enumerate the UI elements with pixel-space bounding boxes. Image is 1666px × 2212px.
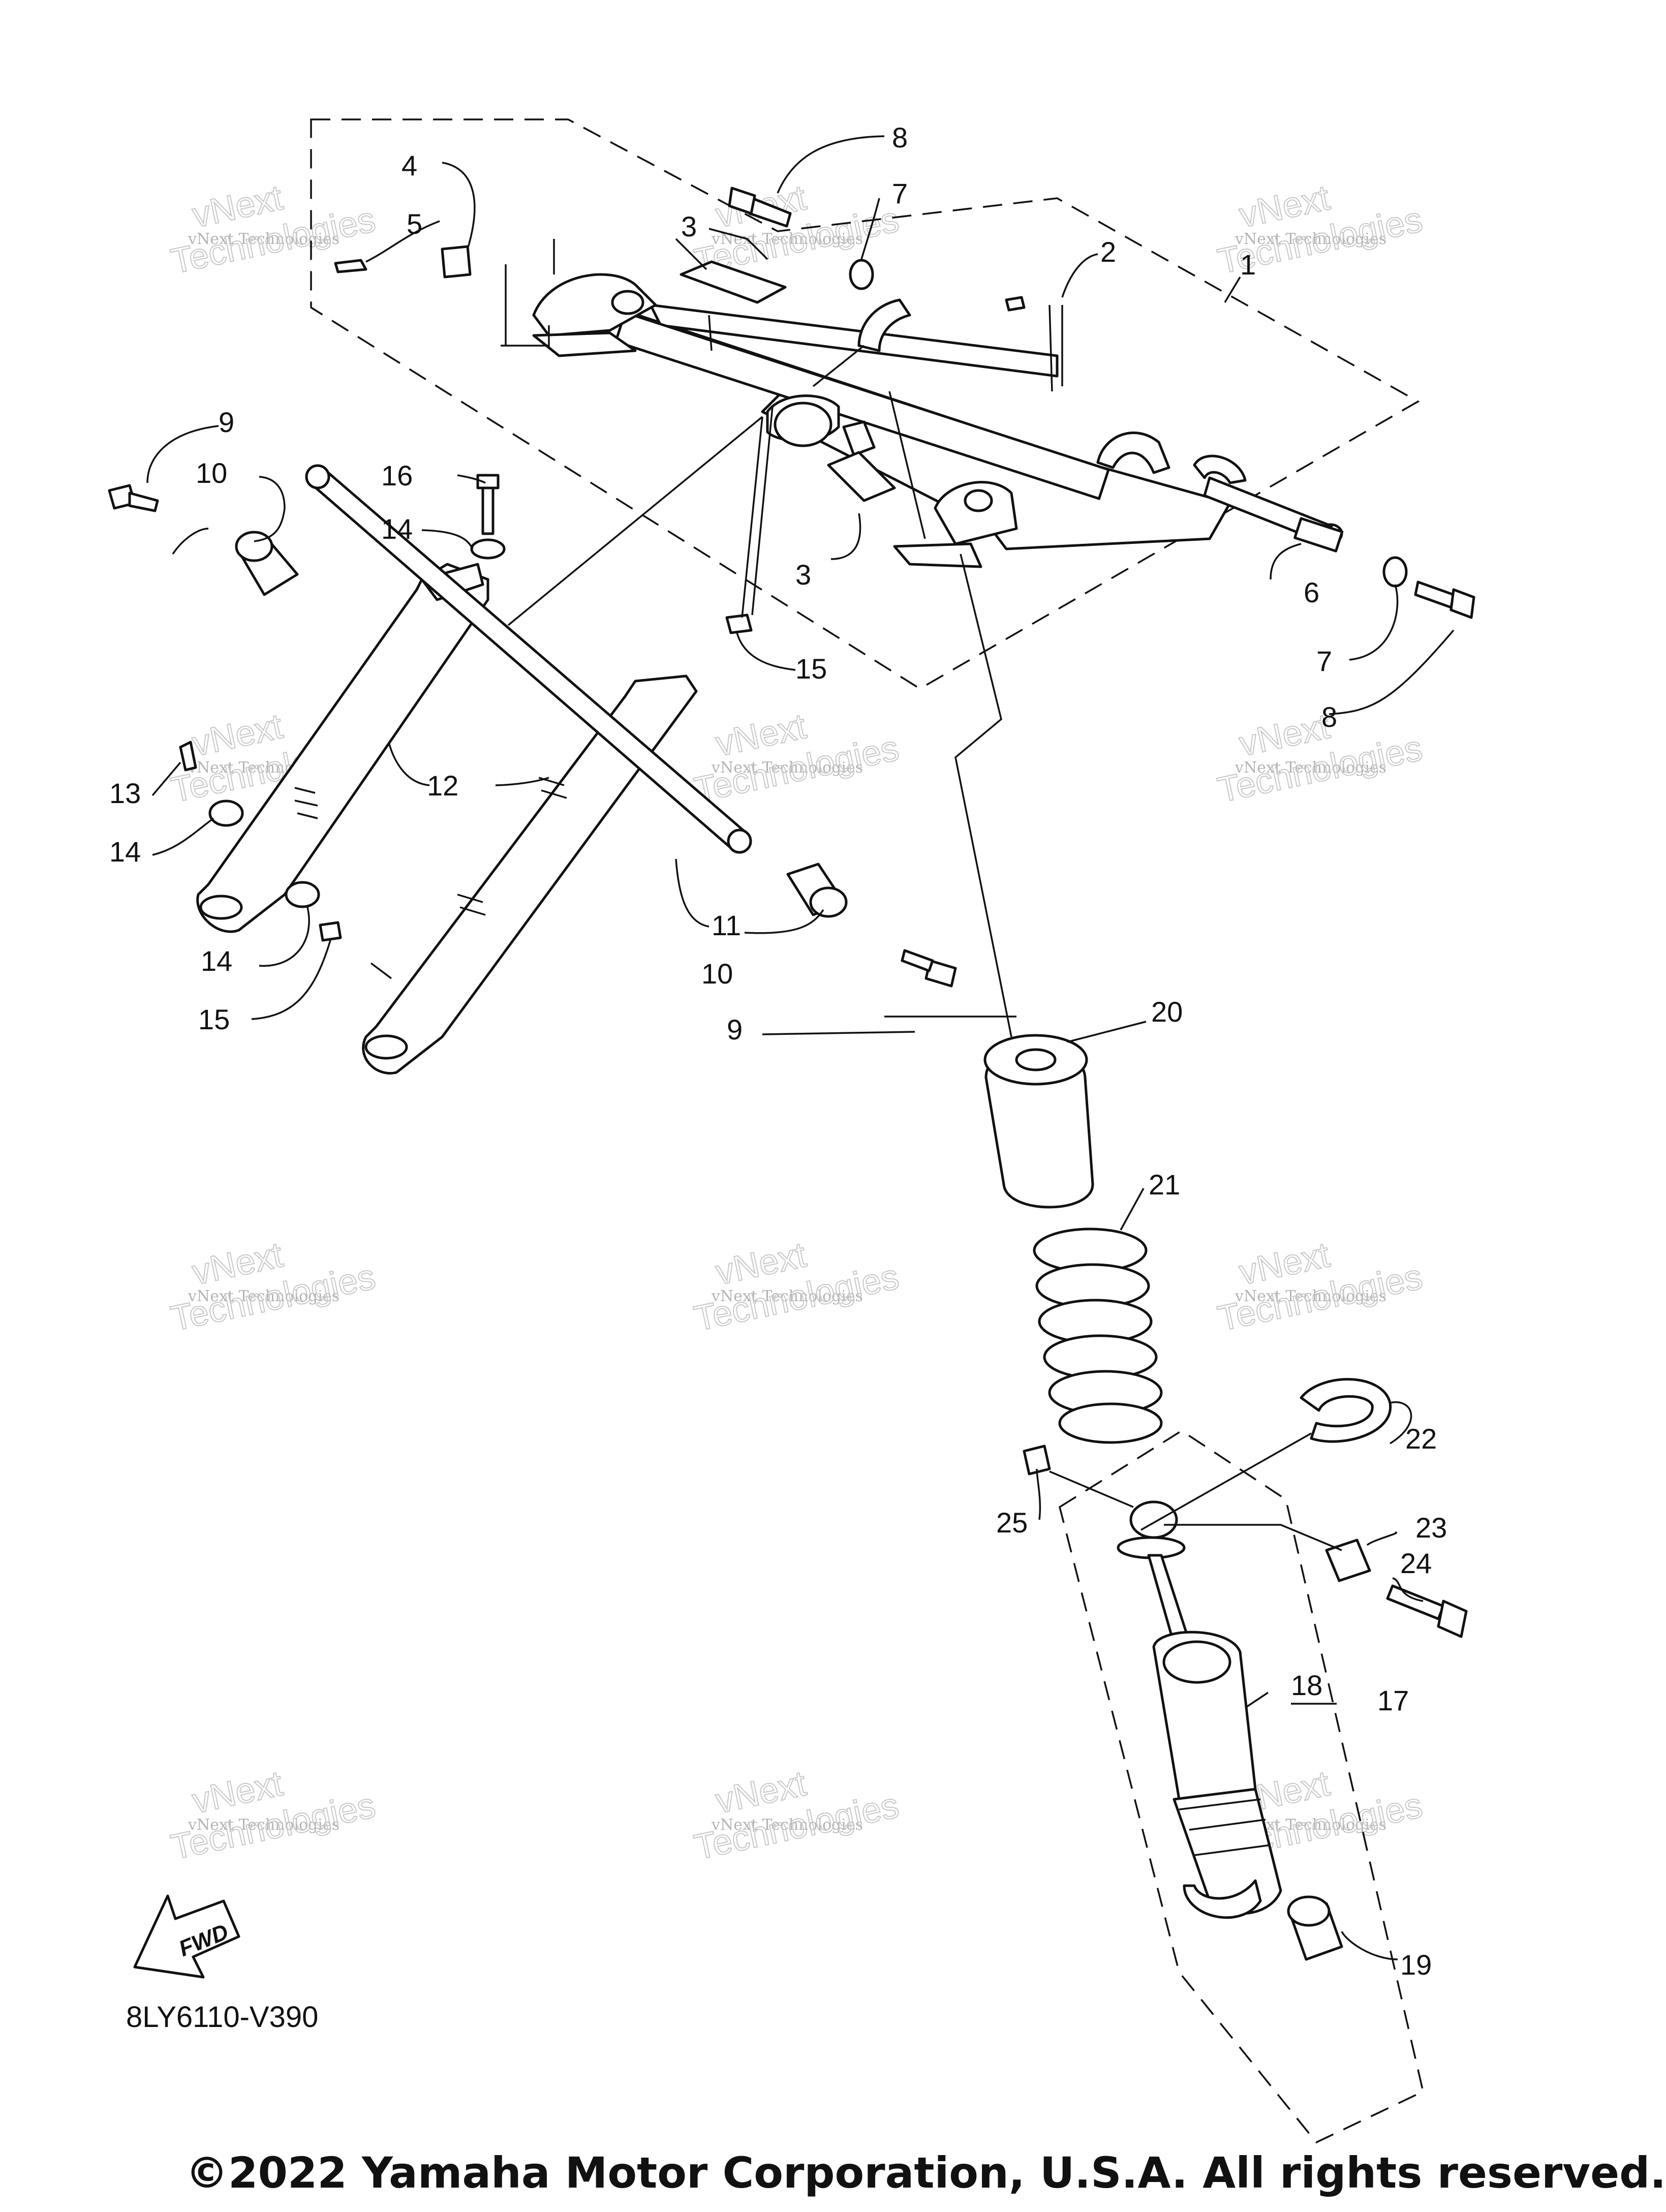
callout-5: 5 [407, 208, 422, 240]
plate [441, 245, 472, 279]
svg-text:vNext Technologies: vNext Technologies [711, 759, 863, 777]
callout-14: 14 [381, 513, 413, 545]
rivet [334, 259, 367, 273]
callout-18: 18 [1291, 1669, 1322, 1701]
collar-end [809, 886, 848, 918]
callout-7: 7 [892, 177, 908, 209]
callout-21: 21 [1149, 1169, 1180, 1201]
watermark: vNext vNext Technologies Technologies [690, 1763, 903, 1867]
collar-end [235, 531, 273, 562]
callout-14: 14 [201, 945, 232, 977]
callout-17: 17 [1377, 1684, 1409, 1716]
grease-nipple [1005, 296, 1026, 312]
callout-9: 9 [727, 1013, 743, 1046]
svg-text:vNext Technologies: vNext Technologies [1235, 230, 1386, 248]
callout-14: 14 [109, 836, 141, 868]
callout-12: 12 [427, 770, 458, 802]
bolt-head [1437, 1600, 1468, 1638]
callout-10: 10 [701, 958, 733, 990]
callout-10: 10 [196, 457, 227, 489]
svg-text:vNext Technologies: vNext Technologies [711, 1816, 863, 1834]
shaft-washer [849, 259, 874, 290]
callout-16: 16 [381, 459, 413, 491]
bolt [901, 949, 934, 972]
callout-11: 11 [712, 909, 741, 941]
bolt [1386, 1584, 1445, 1620]
callout-8: 8 [1321, 701, 1337, 733]
torque-rod [362, 674, 698, 1074]
bolt [128, 491, 159, 512]
bolt [481, 481, 495, 535]
callout-19: 19 [1400, 1949, 1432, 1981]
spring-seat [1300, 1378, 1392, 1443]
pivot-bolt-head [1449, 588, 1475, 619]
callout-13: 13 [109, 777, 141, 809]
svg-text:vNext Technologies: vNext Technologies [1235, 759, 1386, 777]
callout-9: 9 [219, 406, 234, 438]
callout-15: 15 [795, 653, 827, 685]
callout-20: 20 [1151, 996, 1183, 1028]
watermark: vNext vNext Technologies Technologies [1214, 1234, 1426, 1339]
svg-text:vNext Technologies: vNext Technologies [711, 1287, 863, 1305]
callout-6: 6 [1304, 576, 1319, 608]
swingarm-assembly-boundary [310, 118, 1420, 690]
callout-15: 15 [198, 1003, 230, 1035]
watermark: vNext vNext Technologies Technologies [1214, 705, 1426, 810]
callout-labels: 1 2 3 3 4 5 6 7 7 8 8 9 9 10 10 11 12 13… [109, 121, 1447, 1981]
washer [208, 800, 244, 827]
callout-2: 2 [1100, 236, 1116, 268]
collar [1325, 1539, 1371, 1582]
shaft-end [727, 828, 752, 854]
callout-1: 1 [1240, 249, 1256, 281]
callout-4: 4 [402, 149, 417, 181]
slider-pad [680, 260, 787, 304]
fwd-arrow-icon: FWD [133, 1894, 240, 1979]
pivot-bolt-head [728, 187, 756, 215]
callout-22: 22 [1405, 1423, 1437, 1455]
washer [470, 538, 506, 560]
svg-text:vNext Technologies: vNext Technologies [1235, 1287, 1386, 1305]
svg-text:vNext Technologies: vNext Technologies [188, 1287, 340, 1305]
shock-absorber [1117, 1500, 1282, 1919]
diagram-canvas: vNext vNext Technologies Technologies vN… [108, 118, 1666, 2198]
callout-3: 3 [795, 559, 811, 591]
bolt [924, 959, 957, 988]
collar [1287, 1895, 1343, 1961]
swing-arm [532, 273, 1343, 568]
bolt [179, 741, 197, 772]
copyright-notice: ©2022 Yamaha Motor Corporation, U.S.A. A… [186, 2148, 1666, 2198]
watermark: vNext vNext Technologies Technologies [690, 705, 903, 810]
callout-23: 23 [1415, 1512, 1447, 1544]
callout-3: 3 [681, 210, 697, 242]
watermark: vNext vNext Technologies Technologies [167, 1763, 379, 1867]
svg-text:vNext Technologies: vNext Technologies [711, 230, 863, 248]
bump-stopper [983, 1034, 1094, 1209]
shaft-washer [1382, 556, 1408, 588]
callout-24: 24 [1400, 1547, 1432, 1579]
washer [285, 881, 320, 908]
watermark: vNext vNext Technologies Technologies [167, 1234, 379, 1339]
bolt-head [476, 474, 500, 489]
leader-lines [146, 135, 1455, 1960]
svg-text:vNext Technologies: vNext Technologies [188, 230, 340, 248]
callout-7: 7 [1316, 645, 1332, 677]
nut [319, 921, 342, 942]
diagram-code: 8LY6110-V390 [126, 2001, 319, 2034]
nut [725, 613, 753, 634]
svg-text:vNext Technologies: vNext Technologies [188, 1816, 340, 1834]
callout-8: 8 [892, 121, 908, 153]
pivot-bolt [1414, 580, 1455, 609]
watermark: vNext vNext Technologies Technologies [690, 1234, 903, 1339]
swing-arm-shaft [1293, 517, 1344, 552]
shaft-end [305, 464, 330, 489]
slider-pad [827, 451, 896, 502]
parts-diagram: vNext vNext Technologies Technologies vN… [108, 118, 1475, 2144]
shock-spring [1033, 1227, 1163, 1444]
callout-25: 25 [996, 1507, 1028, 1539]
nut [1023, 1445, 1051, 1476]
